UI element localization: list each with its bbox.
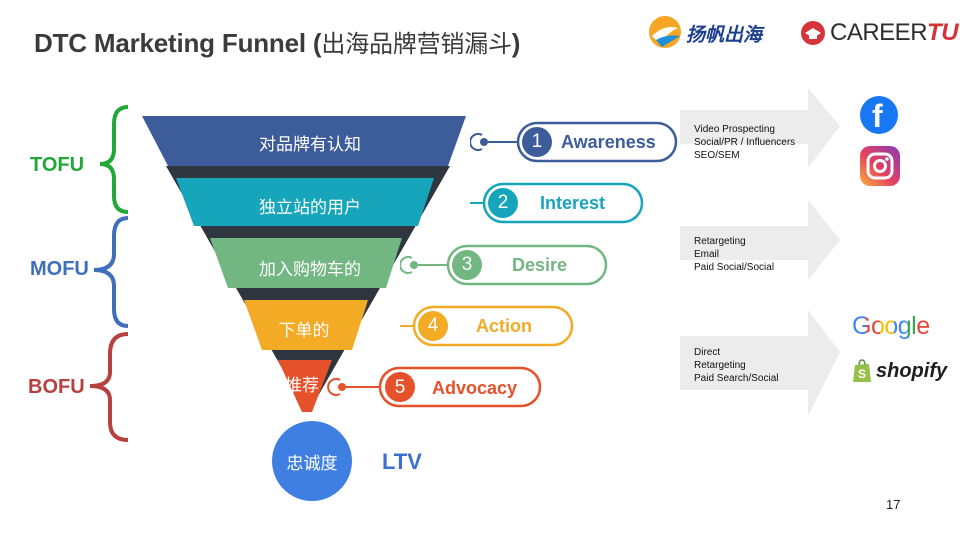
tactic-arrows <box>680 88 840 416</box>
pill-label-advocacy: Advocacy <box>432 378 518 398</box>
funnel-band-awareness <box>142 116 466 166</box>
ltv-label: LTV <box>382 449 422 474</box>
title-suffix: ) <box>511 28 521 58</box>
pill-label-desire: Desire <box>512 255 568 275</box>
pill-number-4: 4 <box>427 315 439 336</box>
pill-label-interest: Interest <box>540 193 606 213</box>
stage-braces <box>89 105 129 442</box>
stage-pill-advocacy <box>327 366 542 408</box>
instagram-icon <box>860 146 900 186</box>
pill-number-3: 3 <box>461 254 473 275</box>
pill-awareness <box>470 121 678 163</box>
title-text: DTC Marketing Funnel ( <box>34 28 322 58</box>
marketing-funnel <box>142 116 466 412</box>
loyalty-label: 忠诚度 <box>286 454 338 474</box>
funnel-band-interest <box>176 178 434 226</box>
stage-label-mofu: MOFU <box>30 258 89 280</box>
pill-label-action: Action <box>476 316 532 336</box>
funnel-band-advocacy <box>278 360 332 412</box>
stage-pills-lower <box>400 244 608 347</box>
pill-advocacy <box>327 366 542 408</box>
svg-text:S: S <box>858 367 866 381</box>
careertu-logo-icon <box>801 21 825 45</box>
tofu-brace <box>99 105 129 214</box>
careertu-logo-text: CAREERTU <box>830 19 959 46</box>
stage-label-bofu: BOFU <box>28 376 85 398</box>
funnel-band-action <box>244 300 368 350</box>
tactic-arrow-1 <box>680 88 840 168</box>
yangfan-logo-text: 扬帆出海 <box>686 24 763 46</box>
facebook-icon: f <box>860 96 898 134</box>
pill-desire <box>400 244 608 286</box>
mofu-brace <box>93 216 129 328</box>
tactic-arrow-2 <box>680 200 840 280</box>
page-number: 17 <box>886 497 901 512</box>
stage-pills <box>470 121 678 224</box>
shopify-logo-text: shopify <box>876 360 948 382</box>
stage-label-tofu: TOFU <box>30 154 85 176</box>
pill-number-1: 1 <box>531 131 543 152</box>
funnel-label-4: 下单的 <box>278 321 330 341</box>
page-title: DTC Marketing Funnel (出海品牌营销漏斗) <box>34 24 520 59</box>
pill-number-2: 2 <box>497 192 509 213</box>
pill-interest <box>470 182 644 224</box>
funnel-label-5: 推荐 <box>285 376 319 396</box>
funnel-label-1: 对品牌有认知 <box>259 135 361 155</box>
tactic-arrow-3 <box>680 310 840 416</box>
yangfan-logo-icon <box>649 16 681 48</box>
funnel-label-3: 加入购物车的 <box>259 260 361 280</box>
pill-action <box>400 305 574 347</box>
loyalty-circle <box>272 421 352 501</box>
bofu-brace <box>89 332 129 442</box>
google-logo: Google <box>852 312 930 340</box>
shopify-bag-icon: S <box>853 359 871 382</box>
title-chinese-text: 出海品牌营销漏斗 <box>321 30 512 58</box>
funnel-band-desire <box>210 238 402 288</box>
pill-label-awareness: Awareness <box>561 132 656 152</box>
funnel-label-2: 独立站的用户 <box>259 198 361 218</box>
pill-number-5: 5 <box>394 377 406 398</box>
